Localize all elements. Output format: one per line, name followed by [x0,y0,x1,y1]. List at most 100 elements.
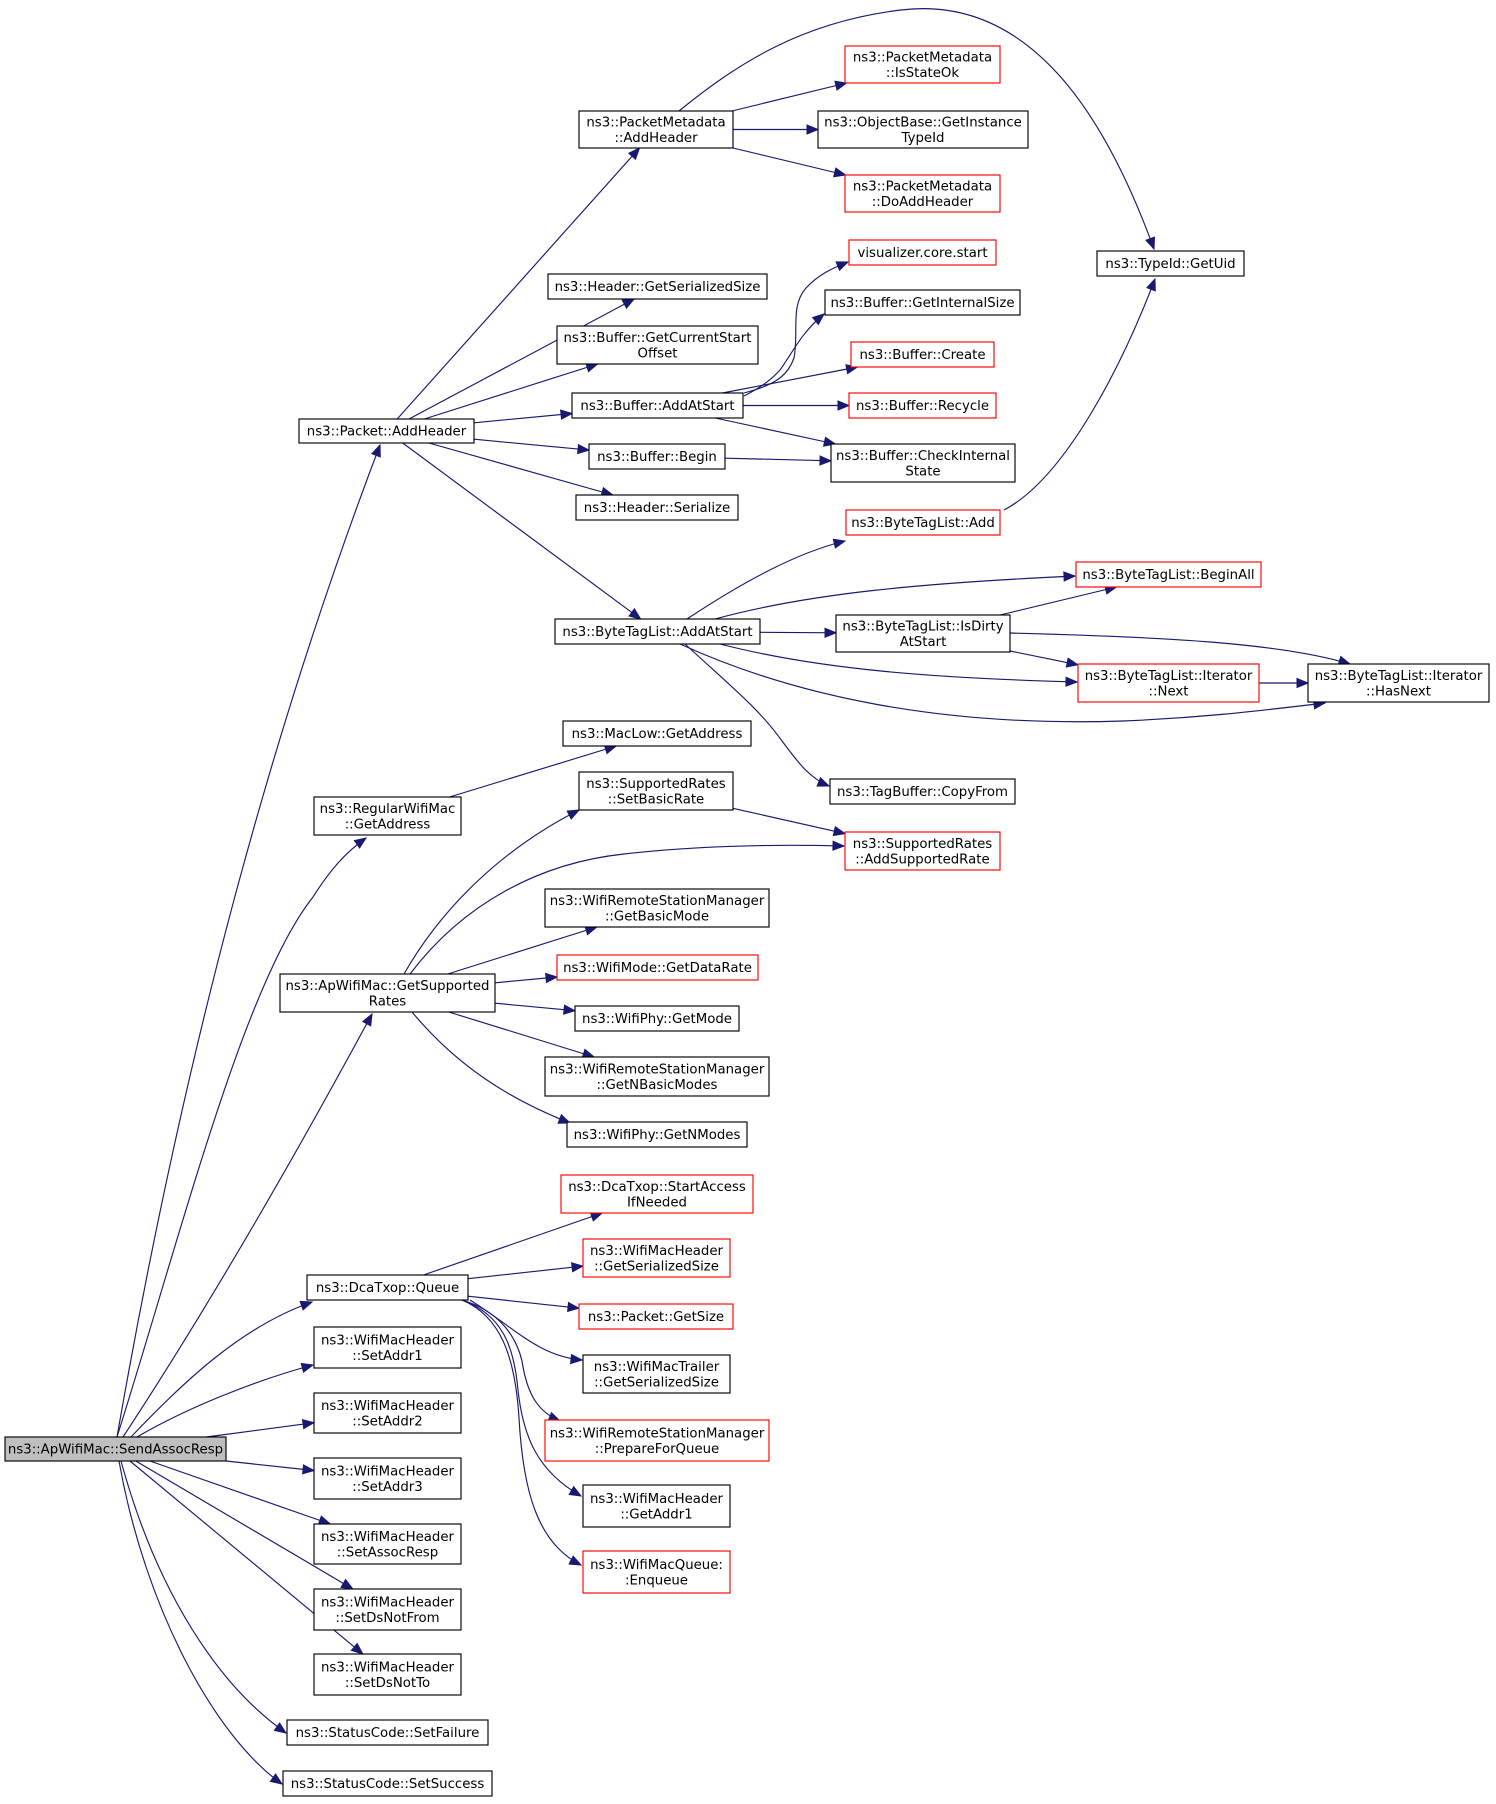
node-wrsm-getnbasicmodes[interactable]: ns3::WifiRemoteStationManager::GetNBasic… [544,1056,770,1097]
node-wmh-setaddr2[interactable]: ns3::WifiMacHeader::SetAddr2 [313,1392,462,1434]
node-pm-isstateok[interactable]: ns3::PacketMetadata::IsStateOk [844,45,1001,84]
node-wifimacqueue-enqueue[interactable]: ns3::WifiMacQueue::Enqueue [582,1550,731,1594]
node-box [848,239,997,266]
edge-arrowhead [832,840,846,851]
node-wrsm-prepareforqueue[interactable]: ns3::WifiRemoteStationManager::PrepareFo… [544,1419,770,1462]
node-buffer-begin[interactable]: ns3::Buffer::Begin [588,443,726,470]
node-label: ns3::PacketMetadata [853,50,992,65]
edge-line [473,412,573,424]
node-box [844,831,1001,871]
edge-arrowhead [833,167,847,178]
node-box [1075,561,1262,588]
node-btl-addatstart[interactable]: ns3::ByteTagList::AddAtStart [554,618,761,645]
node-typeid-getuid[interactable]: ns3::TypeId::GetUid [1096,250,1245,277]
edge-dcatxop_queue-to-wrsm_prepareforqueue [461,1299,562,1422]
edge-arrowhead [568,1485,583,1497]
node-sr-addsupportedrate[interactable]: ns3::SupportedRates::AddSupportedRate [844,831,1001,871]
node-wrsm-getbasicmode[interactable]: ns3::WifiRemoteStationManager::GetBasicM… [544,888,770,928]
node-label: ns3::WifiMode::GetDataRate [563,961,752,976]
node-pm-doaddheader[interactable]: ns3::PacketMetadata::DoAddHeader [844,174,1001,213]
call-edges [116,8,1352,1785]
node-label: ns3::Buffer::Create [859,348,985,363]
node-buffer-addatstart[interactable]: ns3::Buffer::AddAtStart [571,392,744,419]
node-label: ns3::DcaTxop::Queue [316,1281,459,1296]
node-tagbuffer-copyfrom[interactable]: ns3::TagBuffer::CopyFrom [829,778,1016,805]
edge-dcatxop_queue-to-wifimacqueue_enqueue [461,1299,583,1566]
edge-pm_addheader-to-typeid_getuid [678,8,1156,251]
node-wifiphy-getnmodes[interactable]: ns3::WifiPhy::GetNModes [566,1121,748,1148]
node-visualizer-core-start[interactable]: visualizer.core.start [848,239,997,266]
edge-apwifimac_getsupportedrates-to-wrsm_getnbasicmodes [448,1011,596,1059]
edge-line [724,457,832,462]
node-buffer-create[interactable]: ns3::Buffer::Create [850,341,995,368]
edge-arrowhead [300,1362,315,1374]
node-wmh-getserializedsize[interactable]: ns3::WifiMacHeader::GetSerializedSize [582,1238,731,1278]
edge-line [116,837,367,1438]
edge-apwifimac_getsupportedrates-to-sr_addsupportedrate [409,840,846,975]
node-label: ns3::WifiMacQueue: [590,1558,723,1573]
edge-line [206,1422,315,1438]
edge-line [402,442,641,620]
node-label: ns3::ByteTagList::BeginAll [1082,568,1254,583]
node-wmh-setdsnotto[interactable]: ns3::WifiMacHeader::SetDsNotTo [313,1653,462,1696]
node-btl-iterator-next[interactable]: ns3::ByteTagList::Iterator::Next [1077,663,1260,703]
node-statuscode-setsuccess[interactable]: ns3::StatusCode::SetSuccess [282,1770,493,1797]
node-box [313,1653,462,1696]
node-buffer-getinternalsize[interactable]: ns3::Buffer::GetInternalSize [824,289,1021,316]
node-label: ns3::WifiMacHeader [321,1530,455,1545]
node-sr-setbasicrate[interactable]: ns3::SupportedRates::SetBasicRate [578,771,734,811]
node-label: ::SetAssocResp [337,1545,438,1560]
node-packet-addheader[interactable]: ns3::Packet::AddHeader [298,418,475,444]
node-box [556,325,759,365]
node-box [582,1550,731,1594]
edge-arrowhead [834,80,848,91]
edge-line [467,1295,580,1309]
node-box [845,509,1001,536]
edge-line [469,1299,583,1361]
node-label: ns3::MacLow::GetAddress [572,727,743,742]
node-label: ns3::ByteTagList::Iterator [1085,669,1253,684]
node-box [582,1238,731,1278]
edge-line [1009,632,1351,665]
edge-arrowhead [1145,236,1156,251]
node-packet-getsize[interactable]: ns3::Packet::GetSize [578,1303,734,1330]
node-dcatxop-queue[interactable]: ns3::DcaTxop::Queue [306,1274,469,1301]
node-wmh-setaddr1[interactable]: ns3::WifiMacHeader::SetAddr1 [313,1326,462,1369]
node-box [844,174,1001,213]
edge-line [423,1212,603,1276]
node-wmh-getaddr1[interactable]: ns3::WifiMacHeader::GetAddr1 [582,1484,731,1528]
node-label: ns3::RegularWifiMac [320,802,456,817]
node-label: ns3::PacketMetadata [586,115,725,130]
edge-arrowhead [621,298,636,309]
node-pm-addheader[interactable]: ns3::PacketMetadata::AddHeader [578,110,734,149]
node-wmh-setaddr3[interactable]: ns3::WifiMacHeader::SetAddr3 [313,1457,462,1500]
node-wmh-setdsnotfrom[interactable]: ns3::WifiMacHeader::SetDsNotFrom [313,1588,462,1631]
edge-sr_setbasicrate-to-sr_addsupportedrate [732,807,847,837]
node-wifimode-getdatarate[interactable]: ns3::WifiMode::GetDataRate [556,954,759,981]
node-box [313,1523,462,1565]
node-btl-beginall[interactable]: ns3::ByteTagList::BeginAll [1075,561,1262,588]
node-sendassocresp[interactable]: ns3::ApWifiMac::SendAssocResp [4,1436,227,1462]
node-btl-add[interactable]: ns3::ByteTagList::Add [845,509,1001,536]
node-header-getserializedsize[interactable]: ns3::Header::GetSerializedSize [547,273,768,300]
node-buffer-recycle[interactable]: ns3::Buffer::Recycle [848,392,997,419]
edge-line [759,631,837,634]
node-wifiphy-getmode[interactable]: ns3::WifiPhy::GetMode [574,1005,740,1032]
node-wmh-setassocresp[interactable]: ns3::WifiMacHeader::SetAssocResp [313,1523,462,1565]
node-wmt-getserializedsize[interactable]: ns3::WifiMacTrailer::GetSerializedSize [582,1354,731,1394]
node-regularwifimac-getaddress[interactable]: ns3::RegularWifiMac::GetAddress [313,796,462,836]
node-header-serialize[interactable]: ns3::Header::Serialize [575,494,739,521]
node-btl-iterator-hasnext[interactable]: ns3::ByteTagList::Iterator::HasNext [1307,663,1490,703]
node-statuscode-setfailure[interactable]: ns3::StatusCode::SetFailure [286,1719,489,1746]
edge-line [461,1299,582,1497]
node-maclow-getaddress[interactable]: ns3::MacLow::GetAddress [562,720,752,747]
node-label: ns3::ByteTagList::IsDirty [842,619,1003,634]
edge-line [684,643,830,787]
